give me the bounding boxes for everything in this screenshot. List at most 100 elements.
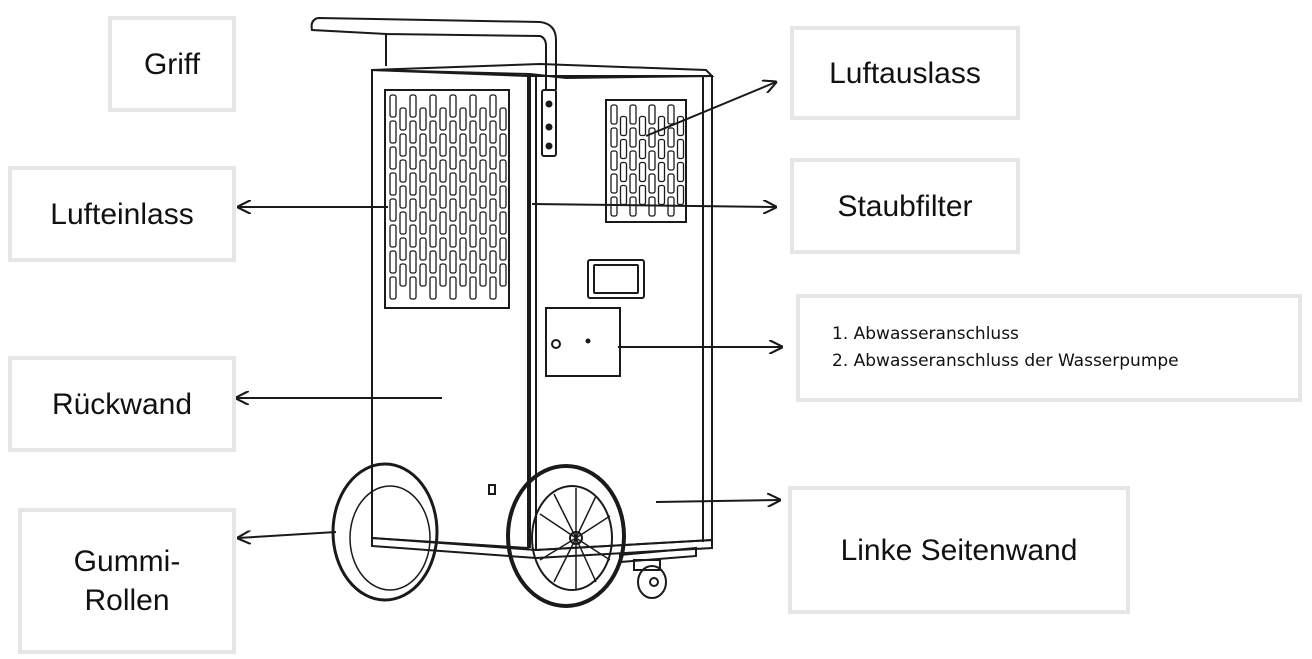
grille-slot (469, 224, 477, 248)
grille-slot (419, 211, 427, 235)
grille-slot (499, 107, 507, 131)
grille-slot (619, 184, 628, 206)
grille-slot (499, 211, 507, 235)
grille-slot (429, 146, 437, 170)
grille-slot (469, 172, 477, 196)
grille-slot (459, 133, 467, 157)
grille-slot (676, 184, 685, 206)
grille-slot (619, 115, 628, 137)
grille-slot (449, 120, 457, 144)
grille-slot (479, 211, 487, 235)
grille-slot (610, 173, 618, 194)
grille-slot (389, 250, 397, 274)
grille-slot (449, 94, 457, 118)
drain-panel (545, 307, 621, 377)
grille-slot (638, 184, 647, 206)
label-abwasser: 1. Abwasseranschluss 2. Abwasseranschlus… (796, 294, 1302, 402)
handle (310, 17, 557, 90)
grille-slot (629, 173, 637, 194)
grille-slot (676, 115, 685, 137)
grille-slot (429, 94, 437, 118)
grille-slot (389, 146, 397, 170)
grille-slot (469, 276, 477, 300)
grille-slot (619, 161, 628, 183)
grille-slot (469, 146, 477, 170)
grille-slot (409, 276, 417, 300)
grille-slot (489, 224, 497, 248)
grille-slot (657, 138, 666, 160)
grille-slot (489, 94, 497, 118)
label-staubfilter: Staubfilter (790, 158, 1020, 254)
grille-slot (676, 138, 685, 160)
label-linke-seitenwand: Linke Seitenwand (788, 486, 1130, 614)
back-panel (371, 68, 529, 550)
grille-slot (399, 159, 407, 183)
grille-slot (389, 198, 397, 222)
grille-slot (610, 104, 618, 125)
grille-slot (399, 211, 407, 235)
grille-slot (429, 172, 437, 196)
outlet-grille (605, 99, 687, 223)
grille-slot (399, 133, 407, 157)
grille-slot (657, 184, 666, 206)
grille-slot (667, 150, 675, 171)
grille-slot (449, 198, 457, 222)
grille-slot (439, 237, 447, 261)
grille-slot (676, 161, 685, 183)
grille-slot (610, 127, 618, 148)
grille-slot (638, 138, 647, 160)
grille-slot (489, 250, 497, 274)
grille-slot (389, 120, 397, 144)
grille-slot (439, 159, 447, 183)
grille-slot (419, 159, 427, 183)
grille-slot (489, 276, 497, 300)
caster-wheel (633, 559, 667, 599)
grille-slot (449, 250, 457, 274)
label-rueckwand: Rückwand (8, 356, 236, 452)
grille-slot (439, 263, 447, 287)
grille-slot (459, 263, 467, 287)
grille-slot (419, 237, 427, 261)
grille-slot (489, 172, 497, 196)
grille-slot (648, 173, 656, 194)
grille-slot (667, 104, 675, 125)
grille-slot (389, 172, 397, 196)
outlet-grille-slots (610, 104, 685, 217)
grille-slot (429, 224, 437, 248)
label-abwasser-1: 1. Abwasseranschluss (832, 323, 1019, 344)
grille-slot (657, 161, 666, 183)
grille-slot (399, 263, 407, 287)
grille-slot (409, 146, 417, 170)
grille-slot (429, 120, 437, 144)
grille-slot (409, 198, 417, 222)
label-lufteinlass-text: Lufteinlass (50, 197, 194, 231)
grille-slot (409, 224, 417, 248)
front-wheel (506, 464, 626, 608)
grille-slot (469, 198, 477, 222)
grille-slot (489, 198, 497, 222)
grille-slot (499, 159, 507, 183)
arrow-luftauslass (645, 82, 776, 137)
label-staubfilter-text: Staubfilter (837, 189, 973, 223)
grille-slot (499, 263, 507, 287)
grille-slot (469, 250, 477, 274)
grille-slot (449, 276, 457, 300)
grille-slot (429, 198, 437, 222)
grille-slot (459, 185, 467, 209)
grille-slot (610, 150, 618, 171)
grille-slot (479, 159, 487, 183)
grille-slot (389, 224, 397, 248)
grille-slot (439, 185, 447, 209)
grille-slot (479, 133, 487, 157)
label-gummi-rollen-line2: Rollen (84, 584, 170, 617)
grille-slot (409, 172, 417, 196)
grille-slot (419, 185, 427, 209)
grille-slot (449, 172, 457, 196)
grille-slot (629, 127, 637, 148)
grille-slot (469, 120, 477, 144)
grille-slot (439, 133, 447, 157)
grille-slot (489, 120, 497, 144)
grille-slot (629, 150, 637, 171)
grille-slot (419, 107, 427, 131)
